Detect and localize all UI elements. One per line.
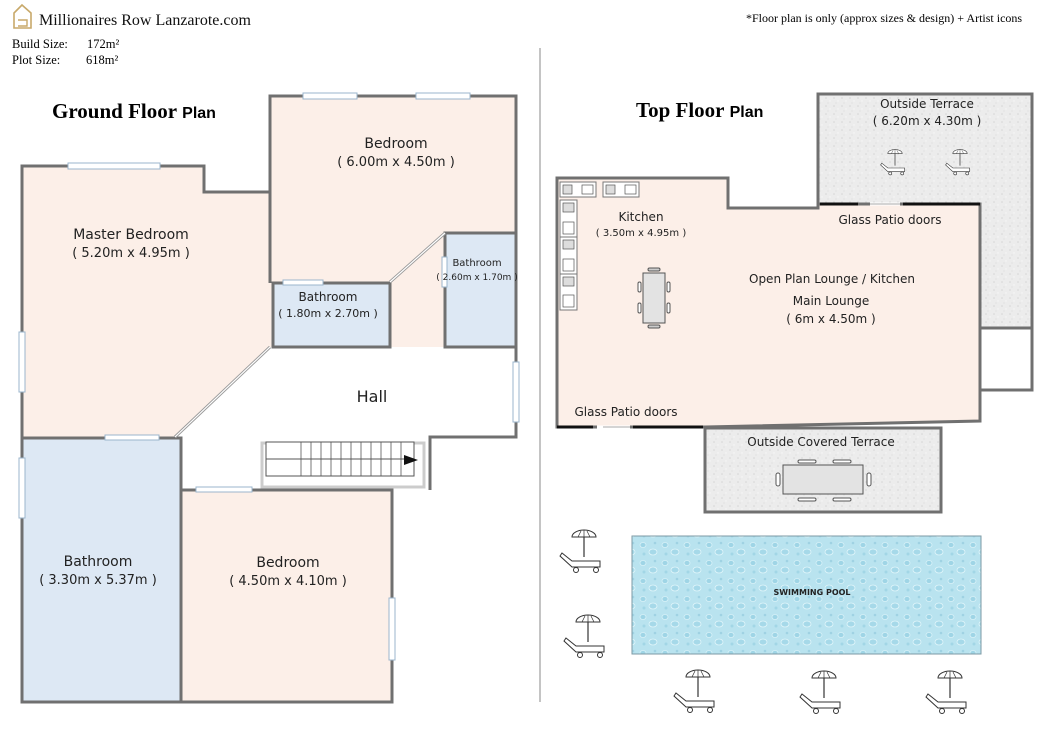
- outside-terrace-name: Outside Terrace: [880, 97, 974, 111]
- top-floor-title: Top Floor Plan: [636, 98, 763, 123]
- bathroom-right-size: ( 2.60m x 1.70m ): [436, 273, 518, 283]
- bedroom-top-size: ( 6.00m x 4.50m ): [337, 155, 455, 170]
- terrace-store: [978, 326, 1034, 392]
- bedroom-bottom-size: ( 4.50m x 4.10m ): [229, 574, 347, 589]
- sun-lounger-icon: [673, 669, 715, 714]
- outside-terrace-size: ( 6.20m x 4.30m ): [872, 114, 982, 128]
- glass-patio-doors-bottom: Glass Patio doors: [574, 405, 678, 419]
- covered-terrace-area: [703, 426, 943, 514]
- ground-floor-plan: [18, 92, 520, 704]
- hall-name: Hall: [356, 387, 388, 406]
- master-bedroom-size: ( 5.20m x 4.95m ): [72, 246, 190, 261]
- kitchen-units: [559, 181, 640, 311]
- bathroom-large-area: [20, 436, 183, 704]
- bathroom-small-area: [271, 281, 392, 349]
- bedroom-bottom-name: Bedroom: [256, 555, 320, 571]
- build-size-label: Build Size:: [12, 37, 68, 51]
- build-size-value: 172m²: [87, 37, 120, 51]
- main-lounge-name: Main Lounge: [792, 294, 870, 308]
- bedroom-bottom-area: [179, 488, 394, 704]
- stairs-arrow-icon: [404, 455, 418, 465]
- sun-lounger-icon: [925, 670, 967, 715]
- bathroom-small-name: Bathroom: [298, 290, 358, 304]
- bathroom-small-size: ( 1.80m x 2.70m ): [278, 307, 378, 320]
- house-logo-icon: [13, 3, 32, 29]
- top-floor-title-main: Top Floor: [636, 98, 725, 122]
- main-lounge-size: ( 6m x 4.50m ): [786, 312, 876, 326]
- windows: [18, 92, 520, 661]
- sun-lounger-icon: [563, 614, 605, 659]
- covered-terrace-name: Outside Covered Terrace: [747, 435, 895, 449]
- sun-lounger-icon: [559, 529, 601, 574]
- bathroom-large-size: ( 3.30m x 5.37m ): [39, 573, 157, 588]
- brand-name: Millionaires Row Lanzarote.com: [39, 12, 251, 29]
- sun-lounger-icon: [799, 670, 841, 715]
- top-floor-plan: [555, 92, 1034, 715]
- open-plan-label: Open Plan Lounge / Kitchen: [748, 272, 916, 286]
- disclaimer: *Floor plan is only (approx sizes & desi…: [746, 11, 1023, 25]
- ground-floor-title: Ground Floor Plan: [52, 99, 216, 124]
- plot-size-label: Plot Size:: [12, 53, 61, 67]
- ground-floor-title-suffix: Plan: [182, 105, 216, 122]
- kitchen-size: ( 3.50m x 4.95m ): [595, 228, 687, 239]
- terrace-table: [775, 459, 872, 502]
- staircase: [260, 441, 426, 489]
- dining-table: [637, 267, 671, 329]
- top-floor-title-suffix: Plan: [729, 104, 764, 121]
- bathroom-right-area: [443, 231, 518, 349]
- kitchen-name: Kitchen: [618, 210, 664, 224]
- bedroom-top-name: Bedroom: [364, 136, 428, 152]
- plot-size-value: 618m²: [86, 53, 119, 67]
- glass-patio-doors-top: Glass Patio doors: [838, 213, 942, 227]
- bathroom-right-name: Bathroom: [452, 258, 502, 269]
- bathroom-large-name: Bathroom: [63, 554, 133, 570]
- patio-doors: [557, 202, 980, 429]
- master-bedroom-name: Master Bedroom: [73, 227, 189, 243]
- swimming-pool-area: [631, 535, 982, 655]
- swimming-pool-label: SWIMMING POOL: [773, 588, 851, 597]
- ground-floor-title-main: Ground Floor: [52, 99, 178, 123]
- master-bedroom-area: [22, 166, 270, 437]
